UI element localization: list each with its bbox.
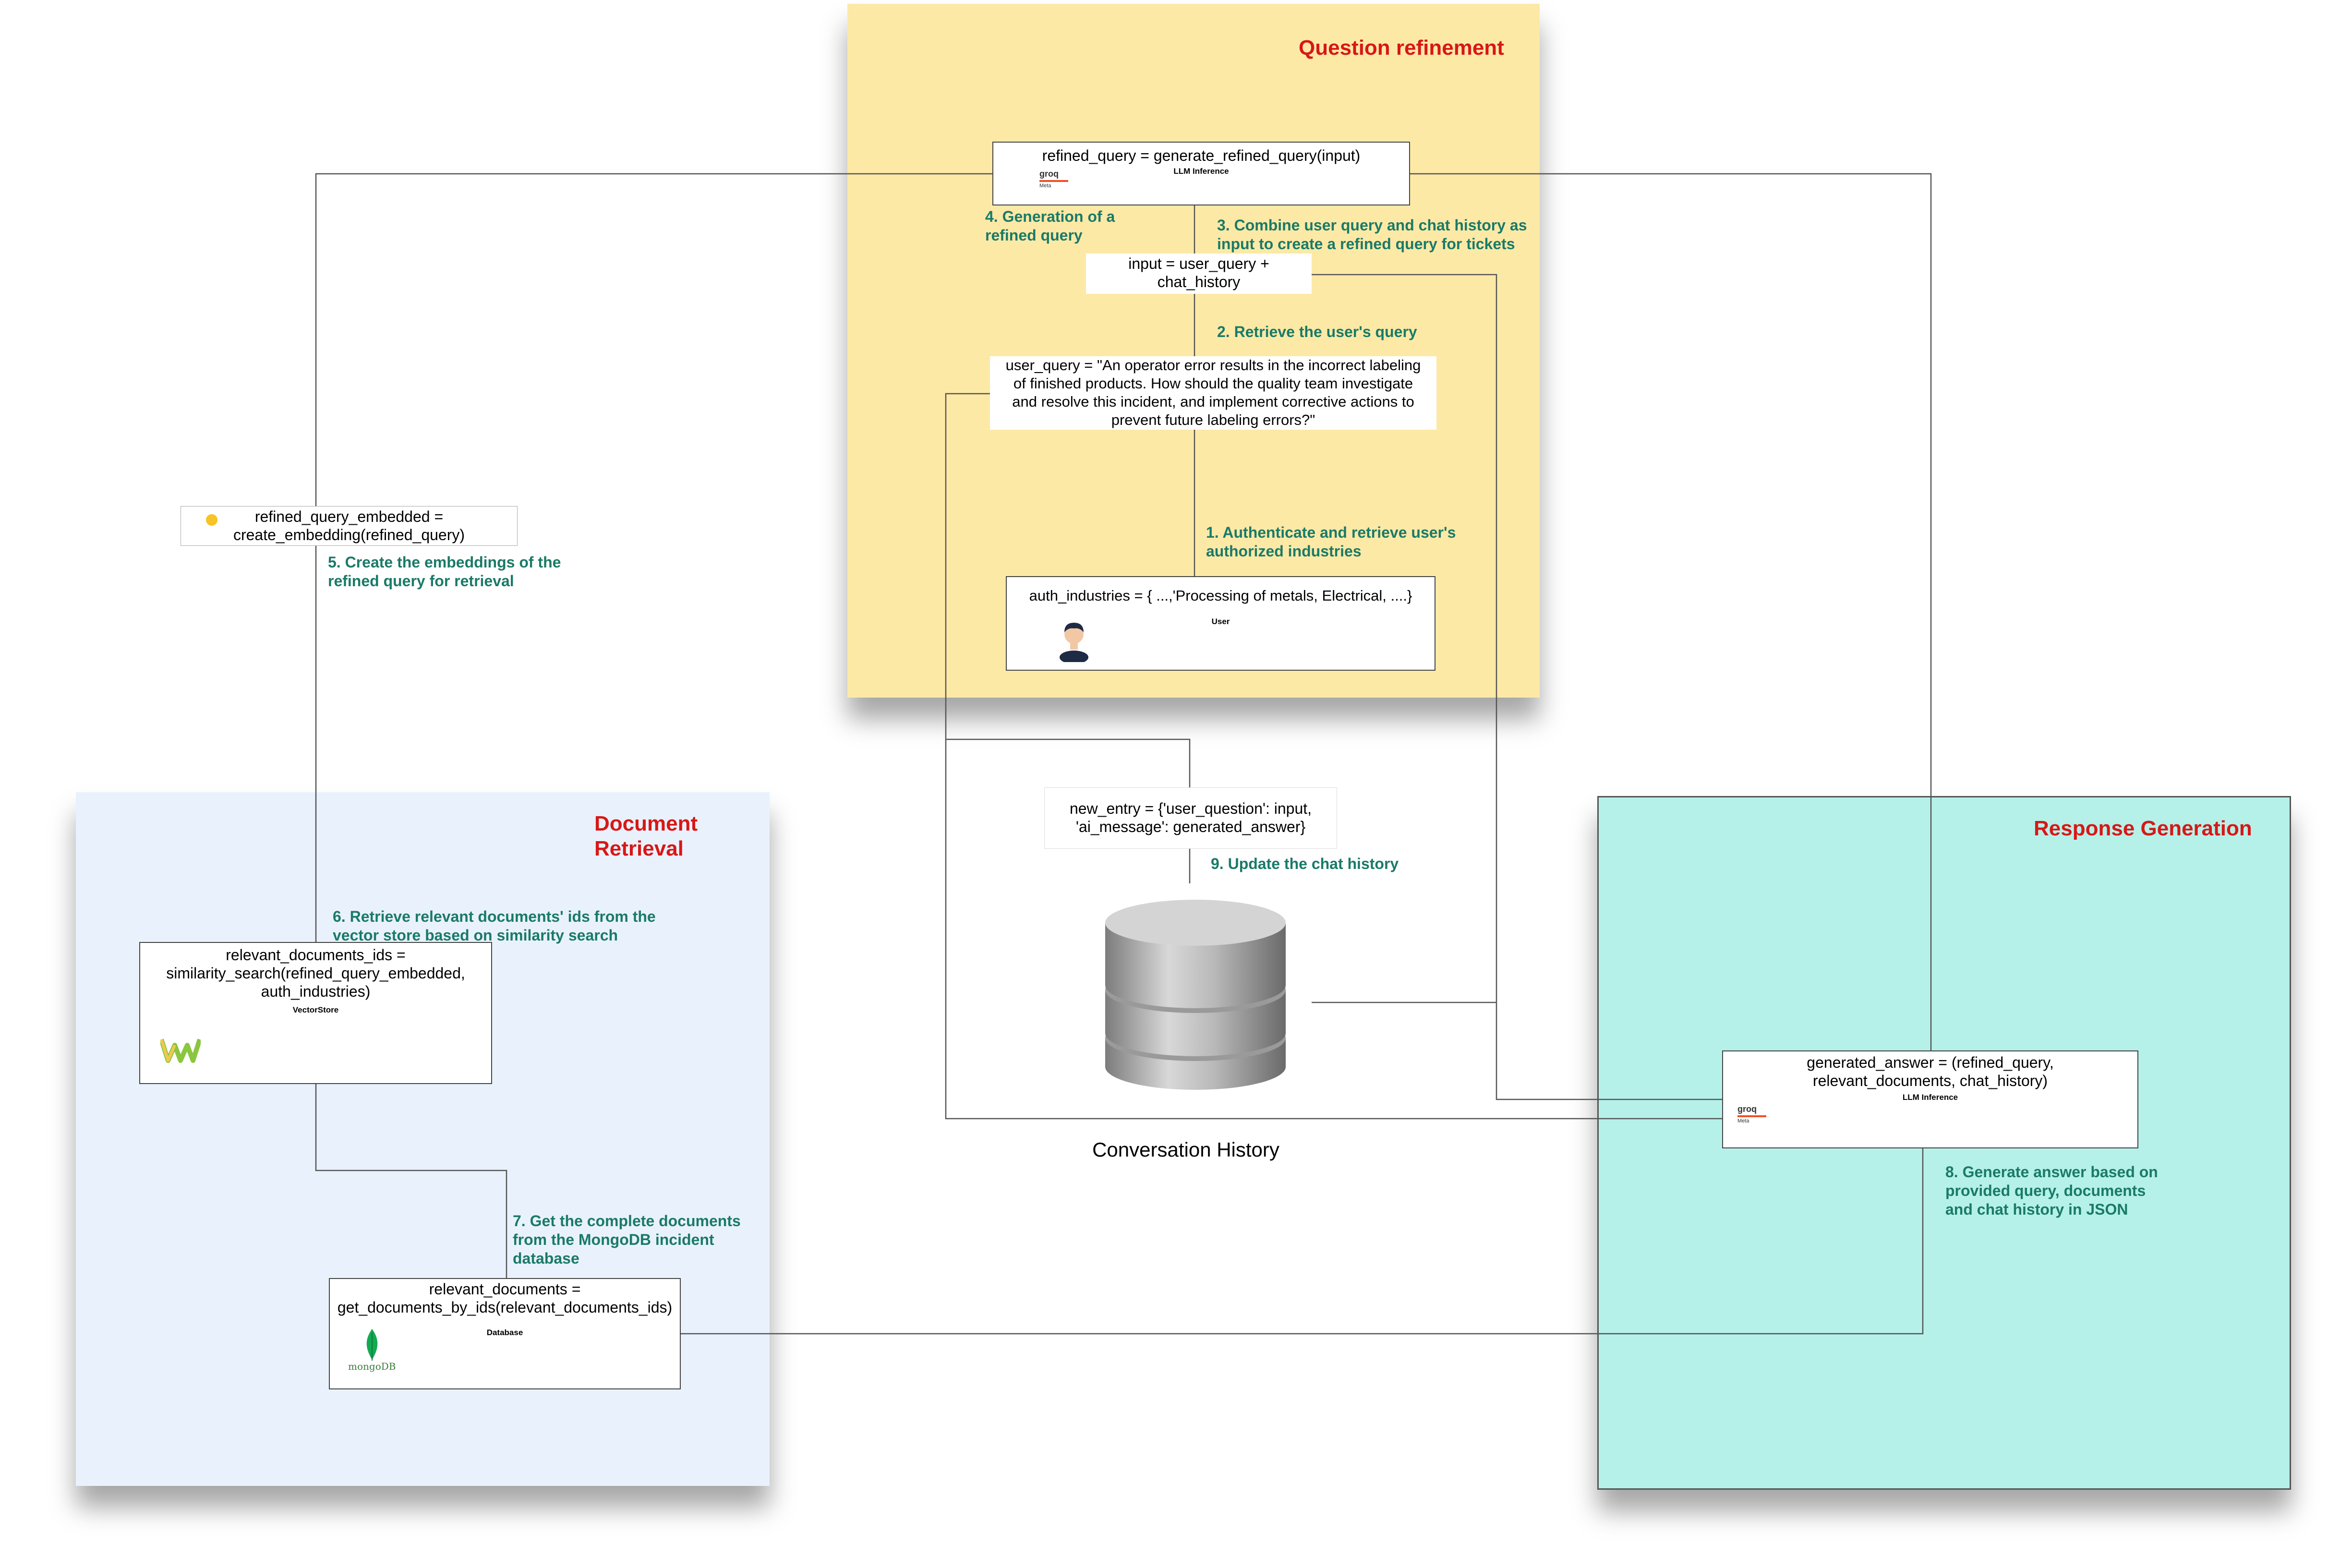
- embedding-box: refined_query_embedded = create_embeddin…: [181, 506, 518, 546]
- step-8-label: 8. Generate answer based on provided que…: [1945, 1163, 2158, 1218]
- relevant-documents-sub: Database: [486, 1328, 523, 1337]
- auth-code: auth_industries = { ...,'Processing of m…: [1029, 587, 1412, 604]
- user-query-box: user_query = "An operator error results …: [990, 356, 1436, 430]
- user-query-code: user_query = "An operator error results …: [1005, 357, 1421, 428]
- new-entry-code: new_entry = {'user_question': input, 'ai…: [1069, 800, 1312, 835]
- step-5-label: 5. Create the embeddings of the refined …: [328, 554, 561, 590]
- generated-answer-sub: LLM Inference: [1902, 1093, 1958, 1102]
- similarity-code: relevant_documents_ids = similarity_sear…: [166, 946, 465, 1000]
- step-2-label: 2. Retrieve the user's query: [1217, 323, 1417, 340]
- groq-logo-text-2: groq: [1737, 1104, 1757, 1114]
- groq-logo-text: groq: [1039, 169, 1059, 179]
- input-code: input = user_query + chat_history: [1128, 255, 1269, 290]
- vectorstore-logo-icon: [160, 1038, 201, 1063]
- question-refinement-title: Question refinement: [1299, 36, 1504, 60]
- new-entry-box: new_entry = {'user_question': input, 'ai…: [1044, 787, 1337, 849]
- step-4-label: 4. Generation of a refined query: [985, 208, 1115, 244]
- user-avatar-icon: [1060, 623, 1088, 662]
- mongodb-leaf-icon: [366, 1329, 378, 1361]
- generated-answer-code: generated_answer = (refined_query, relev…: [1807, 1054, 2054, 1089]
- connector-similarity-to-docs: [315, 1084, 507, 1278]
- connector-input-to-generated: [1312, 274, 1722, 1100]
- refined-query-box: refined_query = generate_refined_query(i…: [992, 142, 1410, 205]
- meta-logo-text: Meta: [1039, 183, 1051, 189]
- auth-box: auth_industries = { ...,'Processing of m…: [1006, 576, 1435, 671]
- step-1-label: 1. Authenticate and retrieve user's auth…: [1206, 524, 1456, 560]
- similarity-search-box: relevant_documents_ids = similarity_sear…: [139, 942, 492, 1084]
- similarity-sub: VectorStore: [292, 1005, 339, 1014]
- connector-userquery-to-generated: [945, 393, 1722, 1120]
- connector-refined-to-generated: [1410, 173, 1932, 1050]
- groq-logo: groq Meta: [1039, 169, 1068, 189]
- connector-docs-to-generated: [681, 1148, 1924, 1335]
- step-6-label: 6. Retrieve relevant documents' ids from…: [333, 908, 656, 944]
- generated-answer-box: generated_answer = (refined_query, relev…: [1722, 1050, 2138, 1148]
- relevant-documents-box: relevant_documents = get_documents_by_id…: [329, 1278, 681, 1389]
- refined-query-code: refined_query = generate_refined_query(i…: [1042, 147, 1361, 164]
- connector-history-to-newentry: [946, 738, 1191, 787]
- document-retrieval-title: Document Retrieval: [594, 812, 698, 860]
- relevant-documents-code: relevant_documents = get_documents_by_id…: [337, 1280, 673, 1316]
- conversation-history-label: Conversation History: [1092, 1138, 1279, 1161]
- meta-logo-text-2: Meta: [1737, 1118, 1749, 1124]
- auth-sub: User: [1211, 617, 1230, 626]
- database-icon: [1105, 900, 1286, 1090]
- groq-logo-2: groq Meta: [1737, 1104, 1766, 1124]
- embedding-code: refined_query_embedded = create_embeddin…: [233, 508, 465, 543]
- response-generation-title: Response Generation: [2034, 817, 2252, 840]
- step-7-label: 7. Get the complete documents from the M…: [513, 1212, 741, 1267]
- mongodb-logo-text: mongoDB: [348, 1361, 396, 1372]
- refined-query-sub: LLM Inference: [1173, 167, 1229, 176]
- step-9-label: 9. Update the chat history: [1211, 855, 1399, 872]
- embedding-logo-icon: [206, 514, 217, 526]
- input-box: input = user_query + chat_history: [1086, 253, 1312, 294]
- connector-refined-to-similarity: [315, 173, 992, 942]
- step-3-label: 3. Combine user query and chat history a…: [1217, 217, 1527, 253]
